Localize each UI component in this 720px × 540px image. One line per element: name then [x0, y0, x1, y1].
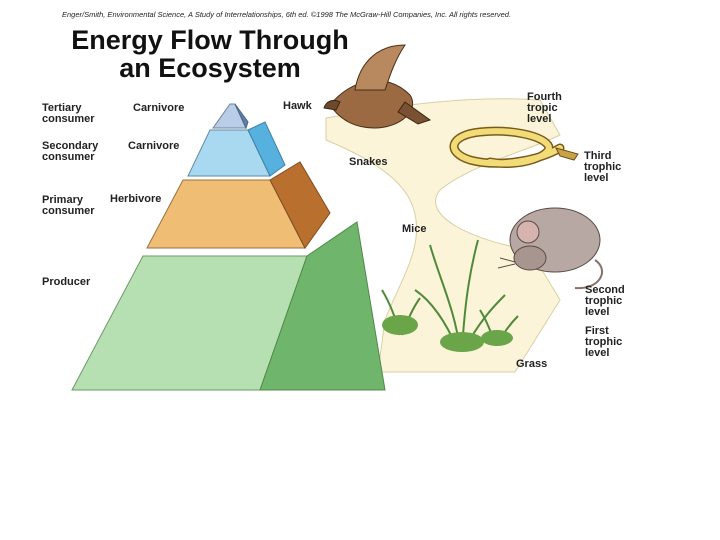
pyramid-tier-tertiary: [213, 104, 248, 128]
label-trophic-second: Second trophic level: [585, 285, 625, 318]
label-organism-grass: Grass: [516, 359, 547, 370]
label-organism-mice: Mice: [402, 224, 426, 235]
label-role-primary: Herbivore: [110, 194, 161, 205]
label-tertiary-consumer: Tertiary consumer: [42, 103, 95, 125]
label-secondary-consumer: Secondary consumer: [42, 141, 98, 163]
label-trophic-first: First trophic level: [585, 326, 622, 359]
label-primary-consumer: Primary consumer: [42, 195, 95, 217]
label-organism-hawk: Hawk: [283, 101, 312, 112]
label-organism-snakes: Snakes: [349, 157, 388, 168]
pyramid-tier-secondary: [188, 122, 285, 176]
label-role-secondary: Carnivore: [128, 141, 179, 152]
label-role-tertiary: Carnivore: [133, 103, 184, 114]
label-trophic-fourth: Fourth tropic level: [527, 92, 562, 125]
hawk-icon: [324, 45, 430, 128]
label-trophic-third: Third trophic level: [584, 151, 621, 184]
label-producer: Producer: [42, 277, 90, 288]
